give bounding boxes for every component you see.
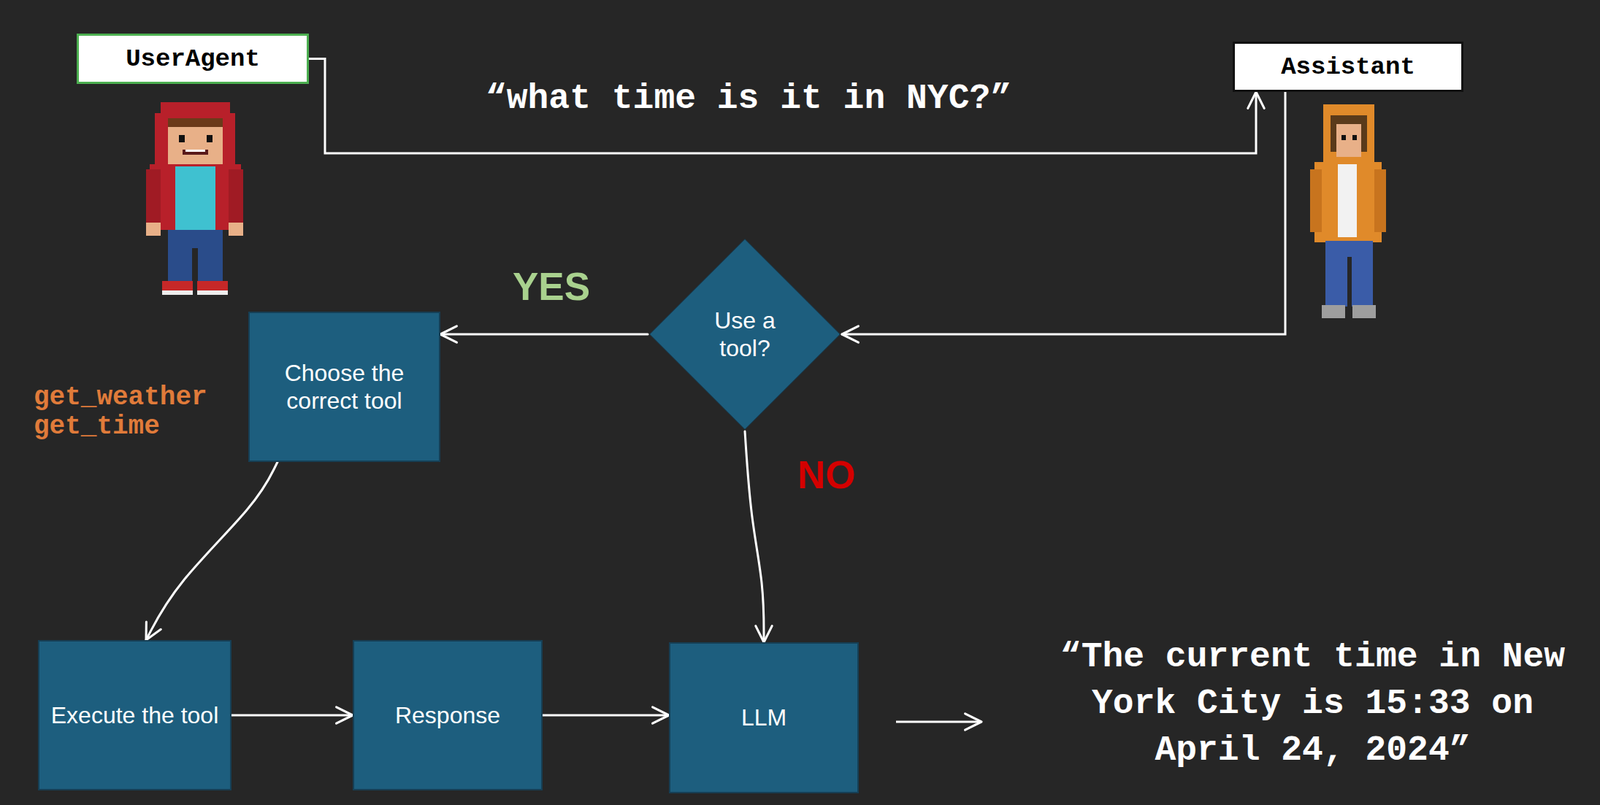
diamond-outline — [647, 237, 842, 432]
pixel-block — [1374, 169, 1387, 233]
flow-arrow — [542, 714, 669, 718]
pixel-block — [1314, 162, 1382, 243]
pixel-block — [154, 113, 236, 165]
pixel-block — [1321, 305, 1346, 319]
user-figure — [146, 102, 244, 296]
edge-label: “what time is it in NYC?” — [467, 78, 1030, 119]
node-text: UserAgent — [125, 45, 260, 74]
pixel-block — [182, 149, 209, 155]
edge-group — [146, 59, 1286, 717]
pixel-block — [178, 135, 185, 143]
pixel-block — [185, 149, 206, 152]
pixel-block — [1347, 257, 1352, 307]
pixel-block — [1337, 164, 1357, 238]
node-text: Execute the tool — [51, 701, 219, 730]
pixel-block — [1323, 104, 1375, 163]
flow-arrow — [744, 431, 764, 643]
node-text: LLM — [741, 703, 787, 732]
process-box: Response — [352, 640, 543, 791]
process-box: LLM — [668, 642, 859, 794]
flow-arrow — [231, 714, 353, 718]
process-box: Choose the correct tool — [248, 311, 441, 463]
pixel-block — [146, 222, 161, 236]
pixel-block — [228, 169, 244, 225]
pixel-block — [197, 290, 228, 296]
pixel-block — [1341, 135, 1346, 141]
pixel-block — [167, 118, 223, 128]
actor-label: UserAgent — [76, 33, 309, 84]
pixel-block — [146, 169, 161, 225]
pixel-block — [206, 135, 213, 143]
output-arrow — [896, 721, 982, 724]
pixel-block — [162, 290, 193, 296]
flow-arrow — [146, 462, 278, 641]
node-text: Choose the correct tool — [259, 359, 429, 416]
pixel-block — [175, 166, 216, 231]
flow-arrow — [440, 333, 648, 336]
node-text: Use a tool? — [693, 306, 796, 363]
decision-diamond: Use a tool? — [647, 237, 842, 432]
pixel-block — [1336, 124, 1362, 158]
node-text: Response — [395, 701, 501, 730]
pixel-block — [197, 281, 228, 295]
node-text: Assistant — [1280, 53, 1416, 82]
pixel-block — [192, 248, 198, 283]
pixel-block — [1325, 240, 1373, 307]
edge-label: NO — [782, 452, 871, 498]
pixel-block — [1310, 169, 1322, 233]
edge-label: YES — [492, 264, 610, 309]
tool-name: get_weather — [33, 383, 231, 413]
pixel-block — [149, 164, 241, 231]
process-box: Execute the tool — [37, 640, 232, 791]
pixel-block — [1352, 135, 1357, 141]
assistant-figure — [1310, 104, 1387, 319]
pixel-block — [162, 281, 193, 295]
flow-arrow — [841, 92, 1286, 335]
diamond-shape — [649, 239, 841, 431]
pixel-block — [1352, 305, 1376, 319]
actor-label: Assistant — [1232, 41, 1464, 93]
pixel-block — [228, 222, 244, 236]
tool-name: get_time — [33, 412, 231, 442]
pixel-block — [167, 230, 223, 283]
answer-text: “The current time in New York City is 15… — [1040, 633, 1585, 775]
pixel-block — [167, 124, 223, 165]
flow-arrow — [308, 59, 1257, 155]
